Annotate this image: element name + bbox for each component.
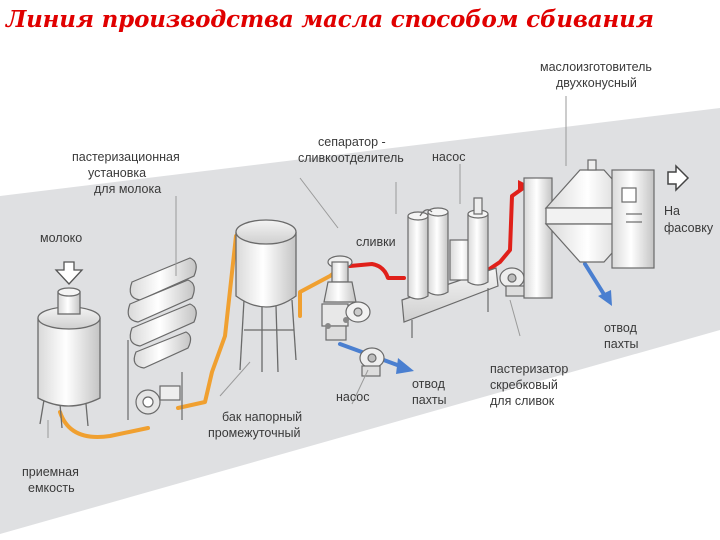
label-to-pack-1: На [664,204,680,218]
page-title: Линия производства масла способом сбиван… [6,6,654,33]
label-buttermilk-right-2: пахты [604,337,639,351]
label-tank-1: бак напорный [222,410,302,424]
label-cream: сливки [356,235,396,249]
label-receiver-2: емкость [28,481,75,495]
milk-input-arrow [54,261,84,285]
label-buttermilk-left-1: отвод [412,377,446,391]
label-to-pack-2: фасовку [664,221,714,235]
label-tank-2: промежуточный [208,426,300,440]
label-buttermilk-left-2: пахты [412,393,447,407]
label-pump-bottom: насос [336,390,369,404]
label-churn-2: двухконусный [556,76,637,90]
label-separator-2: сливкоотделитель [298,151,404,165]
to-packaging-arrow [667,164,690,192]
callout-labels: молоко пастеризационная установка для мо… [22,60,714,495]
label-separator-1: сепаратор - [318,135,386,149]
label-receiver-1: приемная [22,465,79,479]
scraped-cream-pasteurizer [401,197,499,338]
label-pasteurizer-1: пастеризационная [72,150,180,164]
receiving-tank [37,287,101,429]
callout-leader-lines [47,96,567,438]
cream-pump [499,267,527,297]
label-churn-1: маслоизготовитель [540,60,652,74]
buttermilk-arrow-left [396,358,414,374]
buttermilk-pump [359,347,385,377]
label-scraper-2: скребковый [490,378,558,392]
label-scraper-3: для сливок [490,394,555,408]
double-cone-butter-churn [523,159,655,299]
cream-separator [321,255,371,341]
milk-pasteurizer [127,257,197,420]
label-milk: молоко [40,231,82,245]
label-pump-top: насос [432,150,465,164]
label-scraper-1: пастеризатор [490,362,568,376]
label-buttermilk-right-1: отвод [604,321,638,335]
label-pasteurizer-3: для молока [94,182,161,196]
buttermilk-arrow-right [598,290,612,306]
label-pasteurizer-2: установка [88,166,146,180]
intermediate-pressure-tank [235,219,297,373]
